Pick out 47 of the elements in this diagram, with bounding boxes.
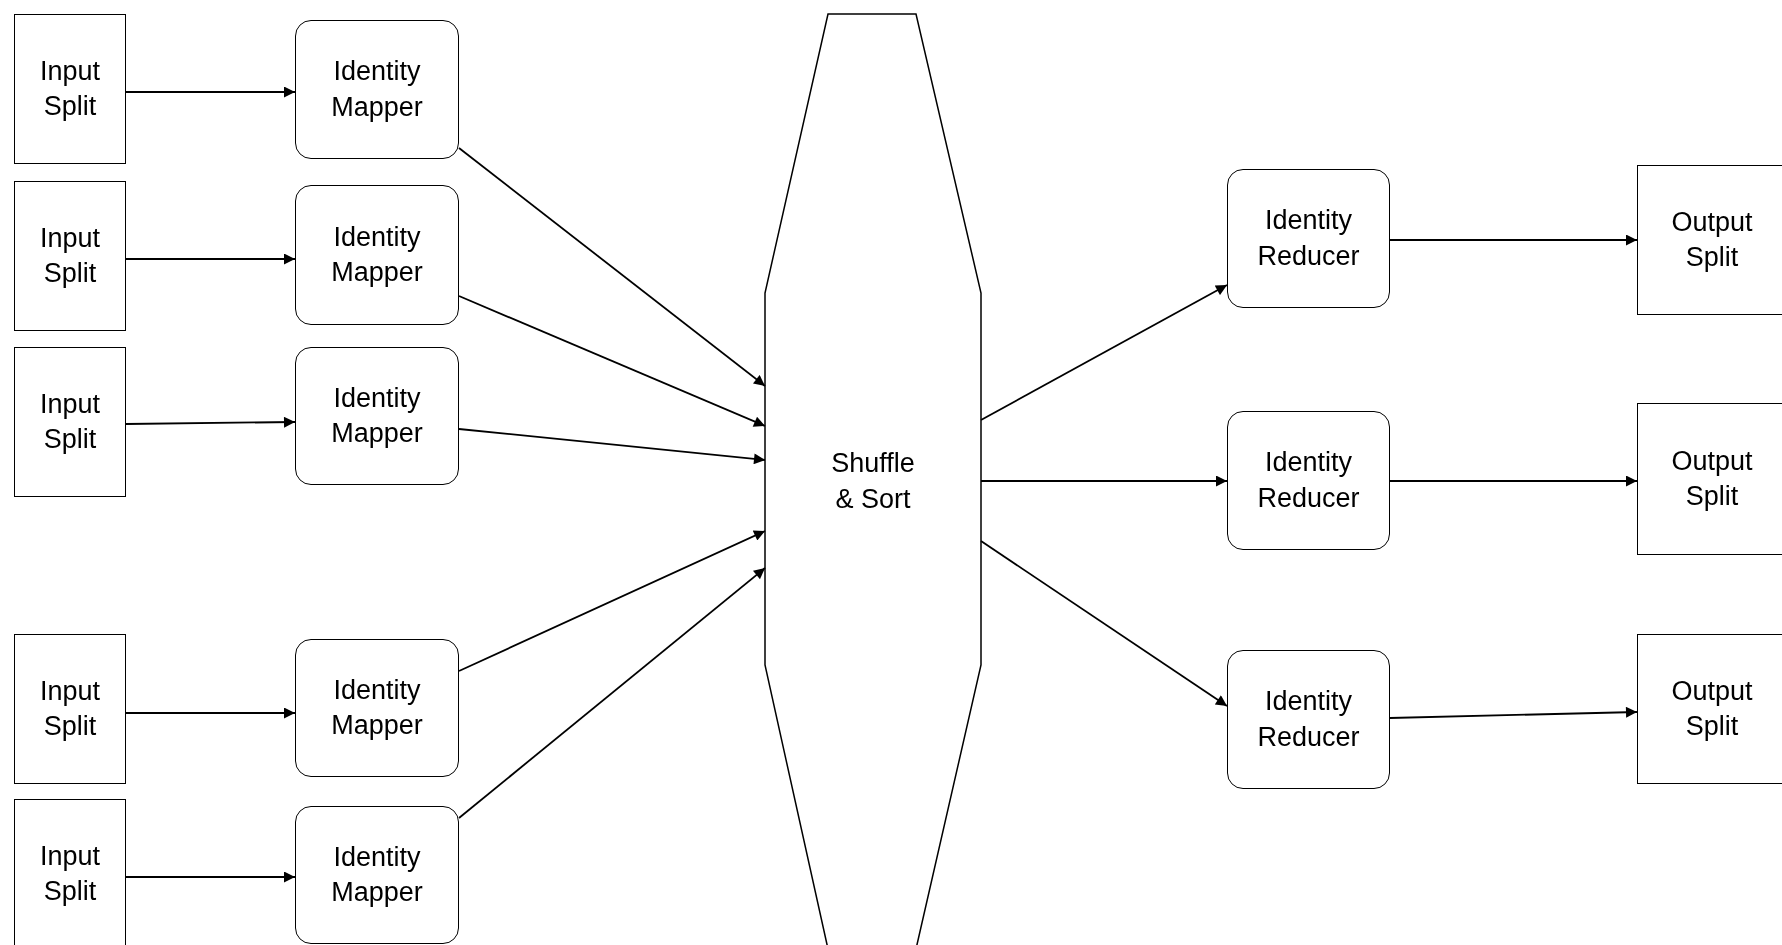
- process-box: [295, 806, 459, 944]
- arrow: [1389, 475, 1638, 487]
- arrow: [125, 86, 296, 98]
- node-label: Identity Mapper: [331, 673, 423, 742]
- process-box: [1227, 169, 1390, 308]
- arrow: [458, 428, 766, 465]
- process-box: [295, 347, 459, 485]
- node-label: Identity Reducer: [1257, 204, 1360, 273]
- process-box: [295, 639, 459, 777]
- arrow: [125, 416, 296, 428]
- octagon-node: [765, 14, 981, 945]
- node-label: Output Split: [1671, 205, 1753, 274]
- split-box: [14, 181, 126, 331]
- node-label: Input Split: [39, 674, 101, 743]
- node-label: Identity Reducer: [1257, 685, 1360, 754]
- process-box: [295, 20, 459, 159]
- split-box: [1637, 403, 1782, 555]
- arrow: [458, 567, 766, 819]
- process-box: [1227, 411, 1390, 550]
- split-box: [1637, 165, 1782, 315]
- arrow: [458, 295, 766, 427]
- node-label: Identity Mapper: [331, 55, 423, 124]
- arrow: [125, 707, 296, 719]
- node-label: Identity Mapper: [331, 840, 423, 909]
- arrow: [125, 253, 296, 265]
- arrow: [1389, 706, 1638, 719]
- process-box: [295, 185, 459, 325]
- node-label: Input Split: [39, 54, 101, 123]
- node-label: Identity Mapper: [331, 381, 423, 450]
- split-box: [14, 799, 126, 945]
- process-box: [1227, 650, 1390, 789]
- split-box: [14, 347, 126, 497]
- node-label: Shuffle & Sort: [831, 447, 915, 516]
- node-label: Input Split: [39, 221, 101, 290]
- split-box: [14, 14, 126, 164]
- arrow: [458, 147, 766, 387]
- split-box: [14, 634, 126, 784]
- node-label: Output Split: [1671, 444, 1753, 513]
- node-label: Output Split: [1671, 674, 1753, 743]
- arrow: [1389, 234, 1638, 246]
- split-box: [1637, 634, 1782, 784]
- node-label: Input Split: [39, 839, 101, 908]
- node-label: Input Split: [39, 387, 101, 456]
- node-label: Identity Mapper: [331, 220, 423, 289]
- arrow: [458, 530, 766, 672]
- node-label: Identity Reducer: [1257, 446, 1360, 515]
- arrow: [125, 871, 296, 883]
